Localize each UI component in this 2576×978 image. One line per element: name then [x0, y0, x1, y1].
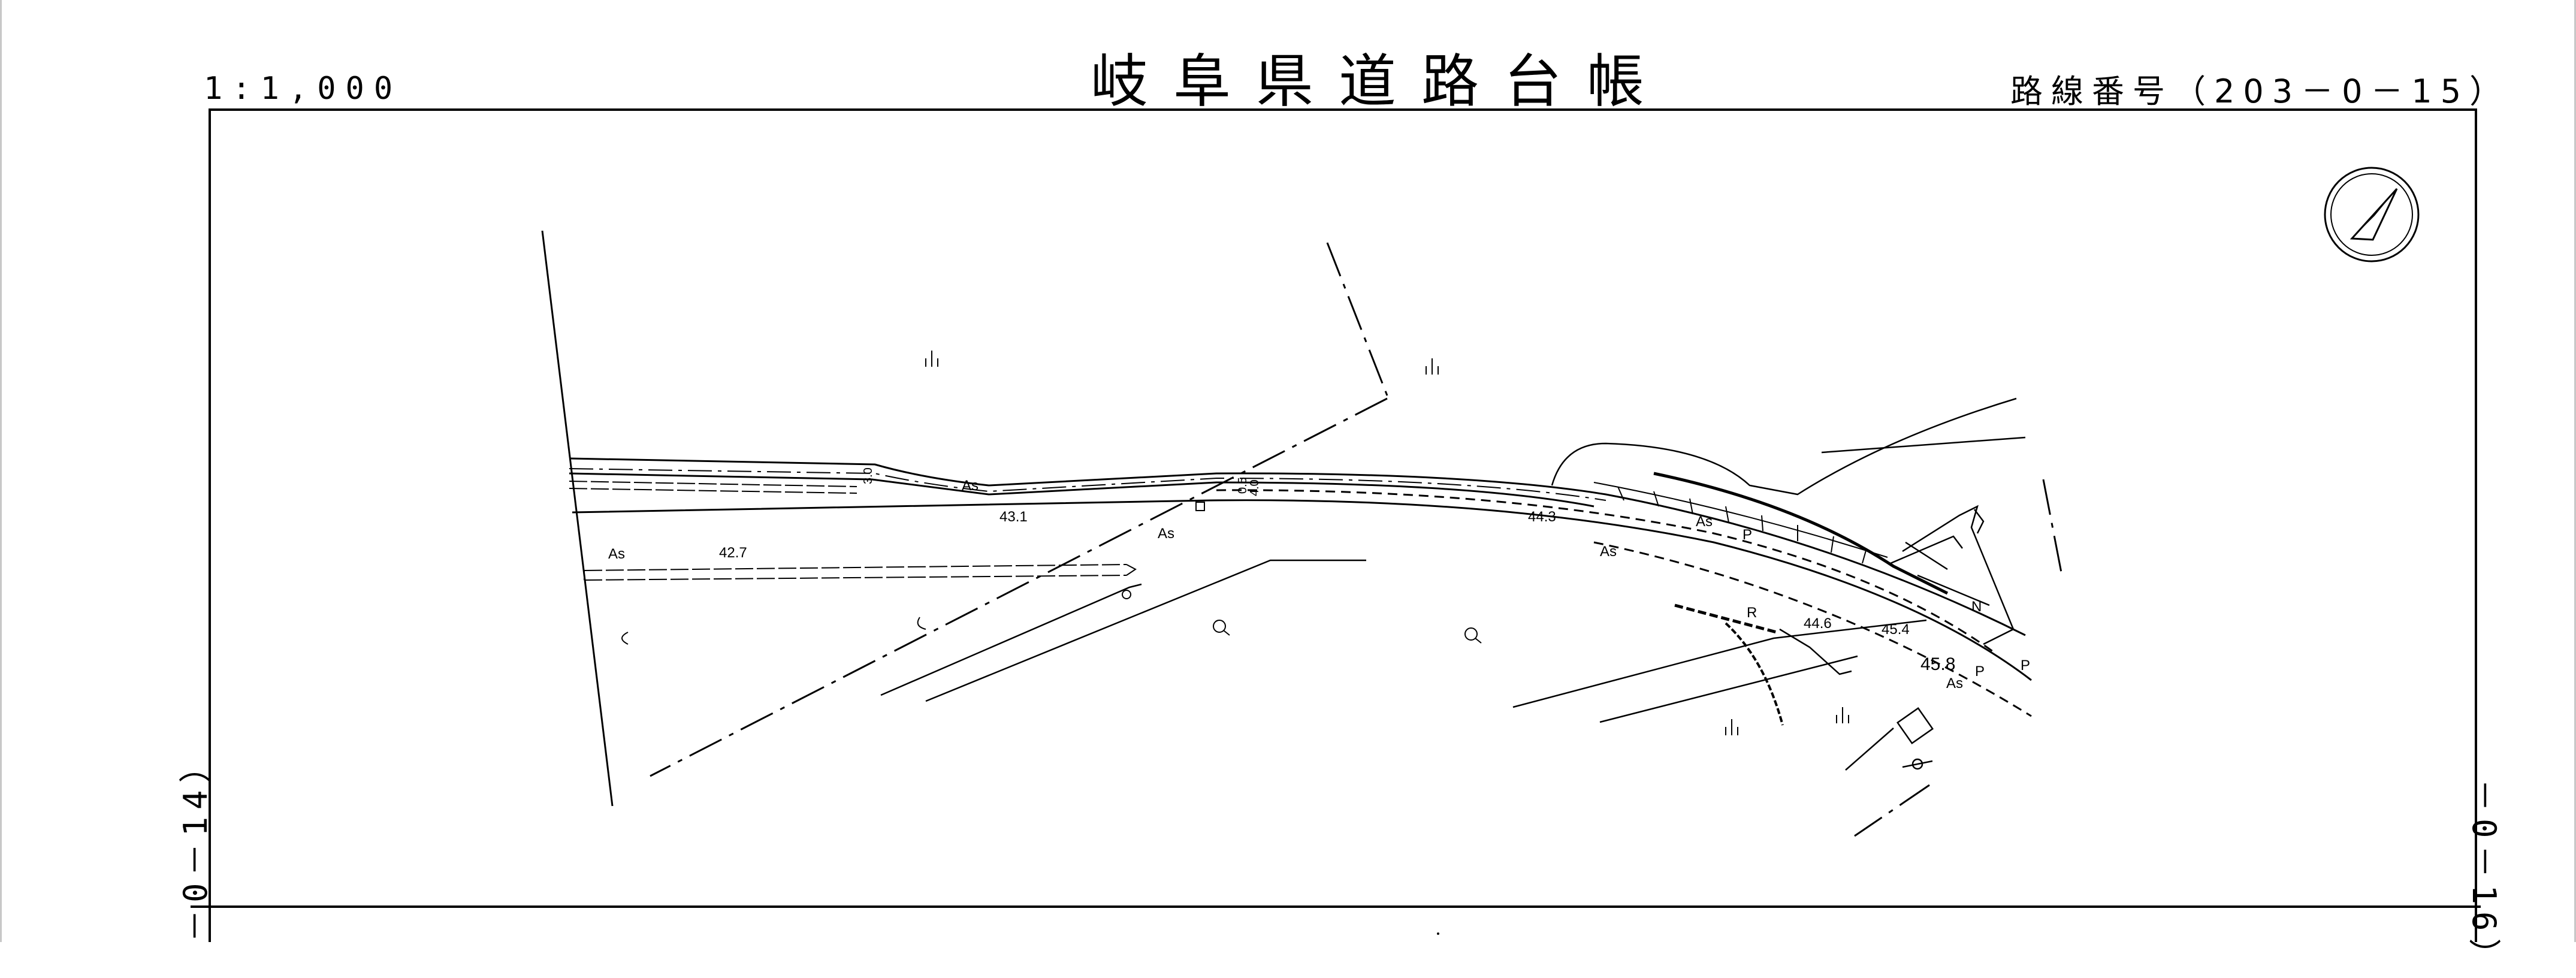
map-frame: [209, 108, 2477, 908]
elevation-label: 45.4: [1882, 621, 1910, 638]
surface-label: As: [608, 546, 625, 562]
feature-letter: P: [1743, 527, 1752, 543]
elevation-label: 45.8: [1920, 654, 1955, 674]
page-title: 岐阜県道路台帳: [1091, 48, 1669, 115]
road-map-canvas: As As As As As As 43.1 42.7 44.3 44.6 45…: [191, 108, 2481, 942]
field-symbol: [925, 351, 1849, 735]
elevation-label: 43.1: [999, 509, 1028, 525]
paddy-symbol: [621, 617, 926, 645]
surface-label: As: [1600, 544, 1617, 560]
width-label: 3.0: [862, 467, 875, 484]
surface-label: As: [962, 478, 979, 494]
left-edge-line: [0, 0, 2, 942]
road-edges: [569, 457, 2032, 717]
feature-letter: P: [2021, 657, 2030, 674]
surface-label: As: [1158, 526, 1174, 542]
north-arrow-icon: [2324, 167, 2420, 262]
elevation-label: 44.6: [1804, 615, 1832, 632]
side-roads: [880, 397, 2026, 771]
boundary-line: [541, 230, 614, 807]
intersection-structure: [1890, 505, 2015, 770]
width-label: 0.5: [1236, 477, 1249, 494]
right-edge-line: [2574, 0, 2576, 942]
broadleaf-symbol: [1213, 620, 1482, 644]
feature-letter: R: [1747, 605, 1757, 621]
retaining-wall: [1593, 482, 1888, 564]
bottom-dot: [1437, 932, 1439, 935]
route-number: 路線番号（203－0－15）: [2010, 73, 2511, 110]
map-scale: 1:1,000: [204, 71, 403, 107]
center-line: [569, 468, 1606, 501]
curb-lines: [569, 481, 1137, 581]
elevation-label: 42.7: [719, 545, 747, 561]
surface-label: As: [1696, 514, 1713, 530]
width-label: 4.0: [1248, 479, 1261, 496]
small-structure: [1122, 590, 1131, 599]
feature-letter: N: [1971, 599, 1982, 615]
elevation-label: 44.3: [1528, 509, 1556, 525]
small-structure: [1195, 502, 1205, 511]
dash-dot-lines: [650, 242, 2062, 837]
surface-label: As: [1946, 675, 1963, 692]
feature-letter: P: [1975, 663, 1985, 680]
